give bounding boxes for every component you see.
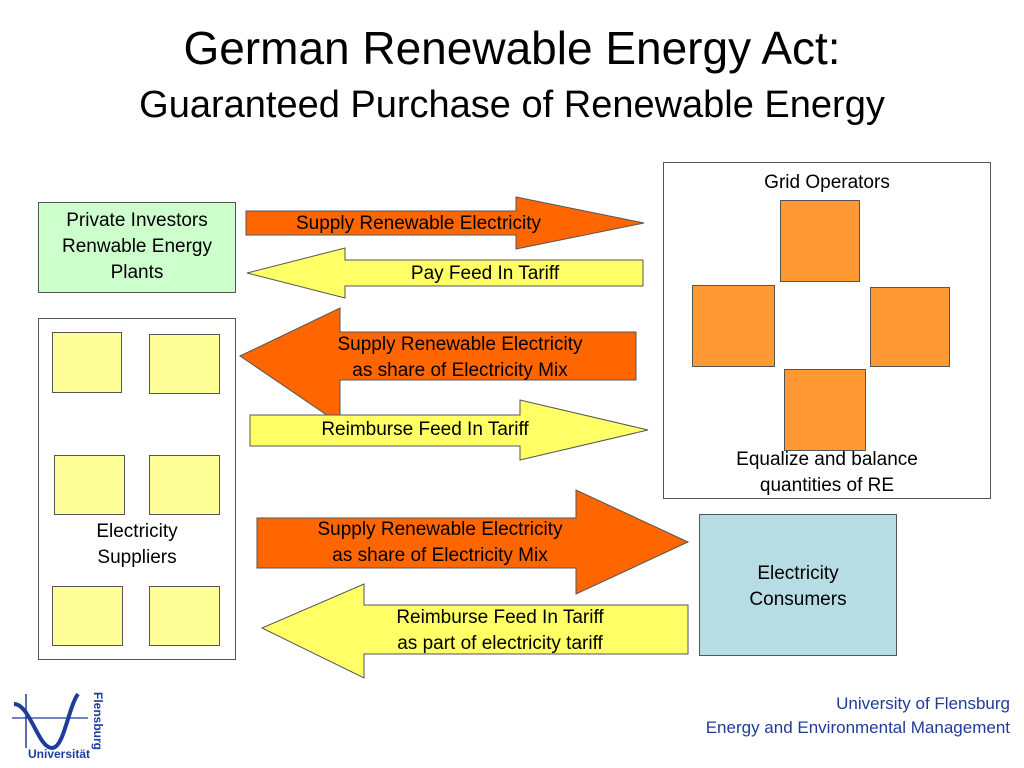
arrow-label-pay-tariff: Pay Feed In Tariff — [345, 261, 625, 287]
arrow-supply-re-to-suppliers — [239, 307, 637, 425]
footer-department: Energy and Environmental Management — [705, 718, 1010, 737]
arrow-text: as share of Electricity Mix — [352, 360, 568, 381]
arrow-text: Supply Renewable Electricity — [317, 519, 563, 540]
suppliers-line: Electricity — [96, 521, 178, 542]
arrow-text: Supply Renewable Electricity — [337, 334, 583, 355]
grid-operators-box: Grid Operators Equalize and balance quan… — [663, 162, 991, 499]
grid-caption-line: quantities of RE — [759, 475, 895, 496]
arrow-label-reimburse-part: Reimburse Feed In Tariff as part of elec… — [355, 605, 645, 657]
supplier-square — [149, 455, 220, 515]
arrow-text: Reimburse Feed In Tariff — [321, 419, 529, 440]
suppliers-line: Suppliers — [97, 547, 177, 568]
logo-text-universitaet: Universität — [28, 747, 90, 760]
arrow-text: as share of Electricity Mix — [332, 545, 548, 566]
investors-line: Private Investors — [66, 210, 208, 231]
supplier-square — [54, 455, 125, 515]
electricity-consumers-box: Electricity Consumers — [699, 514, 897, 656]
supplier-square — [149, 586, 220, 646]
page-subtitle: Guaranteed Purchase of Renewable Energy — [139, 84, 885, 126]
supplier-square — [52, 586, 123, 646]
arrow-supply-re-investors — [245, 196, 645, 250]
grid-operator-square — [692, 285, 775, 367]
consumers-line: Electricity — [757, 563, 839, 584]
arrow-label-supply-mix-suppliers: Supply Renewable Electricity as share of… — [300, 332, 620, 384]
grid-caption: Equalize and balance quantities of RE — [664, 447, 990, 499]
grid-operators-label: Grid Operators — [764, 172, 890, 193]
supplier-square — [149, 334, 220, 394]
arrow-label-supply-mix-consumers: Supply Renewable Electricity as share of… — [270, 517, 610, 569]
arrow-pay-feed-in-tariff — [246, 247, 644, 299]
supplier-square — [52, 332, 122, 393]
consumers-line: Consumers — [749, 589, 847, 610]
investors-line: Plants — [110, 262, 164, 283]
private-investors-box: Private Investors Renwable Energy Plants — [38, 202, 236, 293]
grid-operator-square — [780, 200, 860, 282]
arrow-text: as part of electricity tariff — [397, 633, 603, 654]
footer: University of Flensburg Energy and Envir… — [706, 692, 1010, 740]
logo-text-flensburg: Flensburg — [91, 692, 105, 750]
arrow-text: Reimburse Feed In Tariff — [396, 607, 604, 628]
grid-operator-square — [784, 369, 866, 451]
arrow-label-reimburse: Reimburse Feed In Tariff — [270, 417, 580, 443]
grid-operator-square — [870, 287, 950, 367]
page-title: German Renewable Energy Act: — [183, 22, 841, 74]
footer-university: University of Flensburg — [836, 694, 1010, 713]
arrow-text: Supply Renewable Electricity — [295, 213, 541, 234]
grid-caption-line: Equalize and balance — [736, 449, 918, 470]
arrow-supply-re-to-consumers — [256, 489, 690, 595]
arrow-text: Pay Feed In Tariff — [410, 263, 560, 284]
suppliers-label: Electricity Suppliers — [39, 519, 235, 571]
arrow-reimburse-feed-in-tariff — [249, 399, 649, 461]
investors-line: Renwable Energy — [62, 236, 212, 257]
university-logo: Flensburg Universität — [12, 692, 105, 760]
electricity-suppliers-box: Electricity Suppliers — [38, 318, 236, 660]
arrow-label-supply-re: Supply Renewable Electricity — [246, 211, 591, 237]
arrow-reimburse-part-of-tariff — [260, 583, 689, 679]
